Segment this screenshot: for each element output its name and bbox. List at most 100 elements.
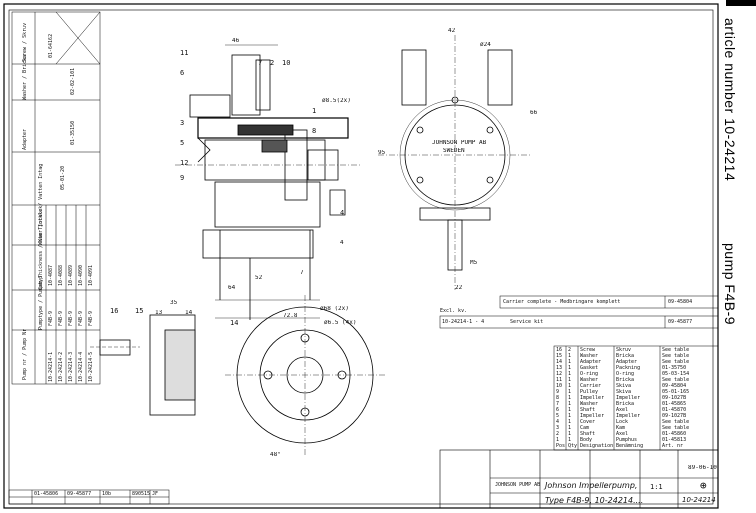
table-row-2-nr: 10-24214-2	[58, 351, 64, 382]
dim-48: 48°	[270, 452, 281, 458]
rev-cell-3: 10b	[102, 491, 112, 497]
dim-7: 7	[300, 270, 304, 276]
dim-42: 42	[448, 28, 456, 34]
parts-row-16-col-1: 2	[568, 347, 572, 353]
table-row-5-type: F4B-9	[88, 310, 94, 326]
parts-row-9-col-0: 9	[556, 389, 560, 395]
parts-row-15-col-3: Bricka	[616, 353, 635, 359]
table-header-adapter: Adapter	[22, 128, 28, 150]
callout-3: 3	[180, 120, 185, 126]
plate-line-1: JOHNSON PUMP AB	[432, 140, 487, 146]
parts-footer-pos: Pos	[556, 443, 566, 449]
callout-4: 4	[340, 210, 345, 216]
parts-row-12-col-3: O-ring	[616, 371, 635, 377]
dim-64: 64	[228, 285, 236, 291]
table-row-3-cam: 10-4089	[68, 264, 74, 286]
parts-row-10-col-1: 1	[568, 383, 572, 389]
parts-row-2-col-1: 1	[568, 431, 572, 437]
side-section-view	[175, 44, 360, 320]
projection-symbol-icon: ⊕	[700, 480, 707, 492]
callout-1: 1	[312, 108, 317, 114]
parts-row-11-col-1: 1	[568, 377, 572, 383]
dim-22: 22	[455, 285, 463, 291]
dim-35: 35	[170, 300, 178, 306]
callout-15: 15	[135, 308, 144, 314]
note-carrier-no: 09-45804	[668, 299, 693, 305]
corner-mark	[726, 0, 756, 6]
parts-row-5-col-2: Impeller	[580, 413, 605, 419]
callout-16: 16	[110, 308, 119, 314]
plate-line-2: SWEDEN	[443, 148, 465, 154]
parts-row-10-col-0: 10	[556, 383, 563, 389]
callout-5: 5	[180, 140, 185, 146]
sheet-border	[3, 3, 719, 509]
parts-row-2-col-2: Shaft	[580, 431, 596, 437]
drawing-type: Type F4B-9, 10-24214....	[545, 496, 644, 505]
note-service-no: 09-45877	[668, 319, 693, 325]
dim-46: 46	[232, 38, 240, 44]
parts-row-15-col-0: 15	[556, 353, 563, 359]
table-water-note: 05-01-20	[60, 165, 66, 190]
dim-65: ø6.5 (4x)	[324, 320, 357, 326]
table-header-water: Water Intake / Vatten Intag	[38, 163, 44, 245]
parts-row-3-col-2: Cam	[580, 425, 590, 431]
callout-8: 8	[312, 128, 317, 134]
parts-row-12-col-0: 12	[556, 371, 563, 377]
flange-view	[225, 295, 385, 455]
callout-9: 9	[180, 175, 185, 181]
parts-row-4-col-1: 1	[568, 419, 572, 425]
dim-m5: M5	[470, 260, 478, 266]
parts-row-4-col-3: Lock	[616, 419, 629, 425]
table-row-4-type: F4B-9	[78, 310, 84, 326]
adapter-section	[90, 314, 196, 416]
parts-row-6-col-1: 1	[568, 407, 572, 413]
parts-row-8-col-3: Impeller	[616, 395, 641, 401]
callout-10: 10	[282, 60, 291, 66]
note-excl-no: 10-24214-1 - 4	[442, 319, 485, 325]
parts-row-2-col-4: 01-45860	[662, 431, 687, 437]
parts-row-13-col-0: 13	[556, 365, 563, 371]
parts-row-3-col-3: Kam	[616, 425, 626, 431]
table-row-2-cam: 10-4088	[58, 264, 64, 286]
callout-14: 14	[230, 320, 239, 326]
parts-row-5-col-0: 5	[556, 413, 560, 419]
drawing-scale: 1:1	[650, 484, 663, 490]
parts-row-7-col-4: 01-45865	[662, 401, 687, 407]
parts-row-14-col-2: Adapter	[580, 359, 602, 365]
front-view	[378, 35, 532, 290]
drawing-title: Johnson Impellerpump,	[545, 481, 638, 490]
note-excl: Excl. kv.	[440, 308, 468, 314]
parts-row-7-col-2: Washer	[580, 401, 599, 407]
table-row-1-cam: 10-4087	[48, 264, 54, 286]
dim-4: 4	[340, 240, 344, 246]
parts-row-3-col-4: See table	[662, 425, 690, 431]
parts-row-6-col-4: 01-45870	[662, 407, 687, 413]
parts-row-13-col-3: Packning	[616, 365, 641, 371]
drawing-number: 10-24214	[682, 496, 716, 504]
parts-row-15-col-1: 1	[568, 353, 572, 359]
dim-66: 66	[530, 110, 538, 116]
dim-85: ø8.5(2x)	[322, 98, 351, 104]
parts-row-11-col-3: Bricka	[616, 377, 635, 383]
parts-row-7-col-0: 7	[556, 401, 560, 407]
dim-52: 52	[255, 275, 263, 281]
revision-block	[8, 489, 170, 505]
parts-row-6-col-3: Axel	[616, 407, 629, 413]
parts-row-16-col-2: Screw	[580, 347, 596, 353]
parts-row-11-col-0: 11	[556, 377, 563, 383]
table-row-3-nr: 10-24214-3	[68, 351, 74, 382]
parts-row-1-col-0: 1	[556, 437, 560, 443]
table-row-1-type: F4B-9	[48, 310, 54, 326]
side-label: article number 10-24214 pump F4B-9	[722, 18, 752, 358]
parts-row-5-col-4: 09-1027B	[662, 413, 687, 419]
parts-row-9-col-4: 05-01-165	[662, 389, 690, 395]
table-washer-value: 02-02-101	[70, 67, 76, 95]
dim-72-8: 72.8	[283, 313, 298, 319]
table-row-5-cam: 10-4091	[88, 264, 94, 286]
title-block-grid	[439, 449, 719, 509]
parts-row-16-col-0: 16	[556, 347, 563, 353]
parts-row-8-col-0: 8	[556, 395, 560, 401]
parts-row-13-col-4: 01-35750	[662, 365, 687, 371]
parts-row-1-col-1: 1	[568, 437, 572, 443]
dim-13: 13	[155, 310, 163, 316]
